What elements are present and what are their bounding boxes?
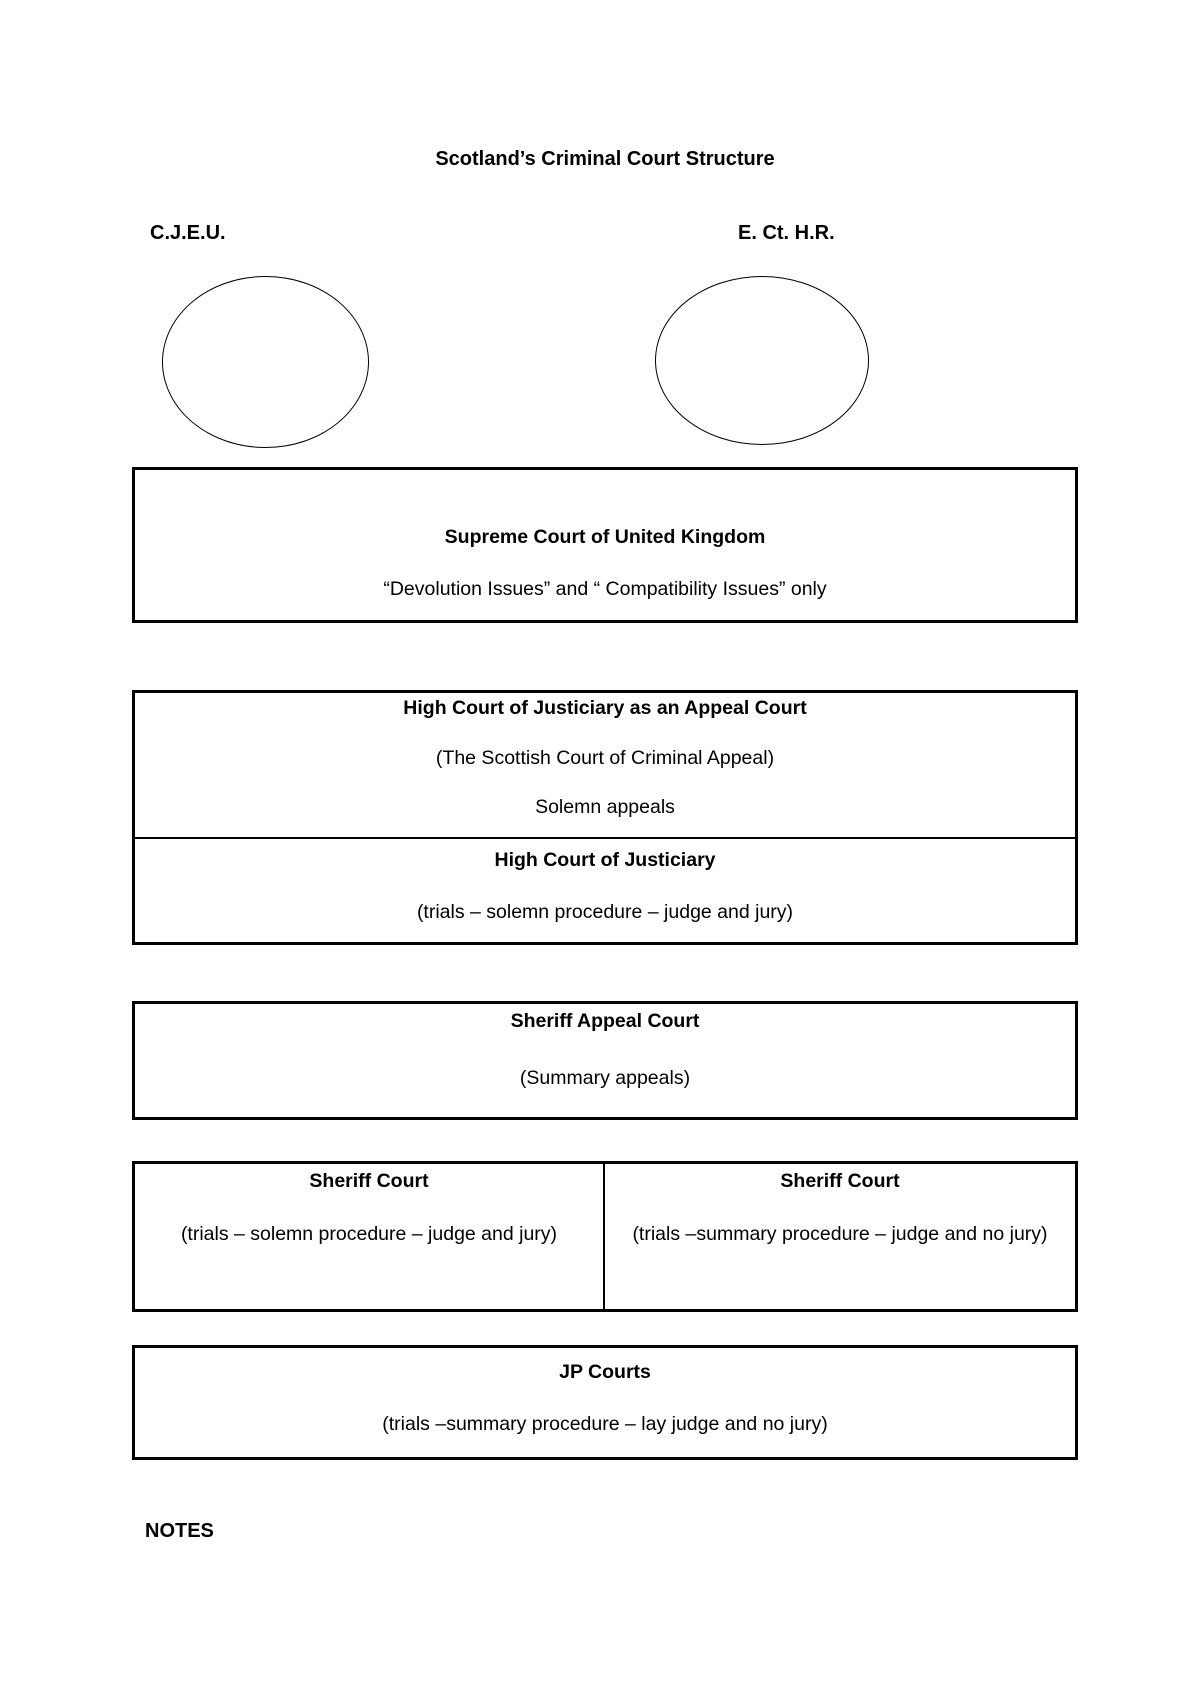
sheriff-court-solemn-line2: (trials – solemn procedure – judge and j… [180,1223,558,1245]
high-court-appeal-title: High Court of Justiciary as an Appeal Co… [403,697,807,719]
high-court-trial-line2: (trials – solemn procedure – judge and j… [416,901,794,923]
sheriff-court-summary-title: Sheriff Court [780,1170,900,1192]
page-title: Scotland’s Criminal Court Structure [435,148,775,170]
supreme-court-title: Supreme Court of United Kingdom [444,526,766,548]
high-court-trial-section: High Court of Justiciary (trials – solem… [135,839,1075,925]
supreme-court-subtitle: “Devolution Issues” and “ Compatibility … [383,578,827,600]
ecthr-ellipse-shape [655,276,869,445]
high-court-appeal-section: High Court of Justiciary as an Appeal Co… [135,693,1075,839]
jp-courts-box: JP Courts (trials –summary procedure – l… [132,1345,1078,1460]
supreme-court-box: Supreme Court of United Kingdom “Devolut… [132,467,1078,623]
high-court-box: High Court of Justiciary as an Appeal Co… [132,690,1078,945]
high-court-appeal-line2: (The Scottish Court of Criminal Appeal) [435,747,775,769]
high-court-trial-title: High Court of Justiciary [494,849,716,871]
sheriff-court-solemn-title: Sheriff Court [309,1170,429,1192]
label-cjeu: C.J.E.U. [150,222,226,244]
sheriff-court-summary-cell: Sheriff Court (trials –summary procedure… [605,1164,1075,1309]
sheriff-appeal-court-box: Sheriff Appeal Court (Summary appeals) [132,1001,1078,1120]
jp-courts-title: JP Courts [559,1361,651,1383]
sheriff-court-summary-line2: (trials –summary procedure – judge and n… [632,1223,1048,1245]
jp-courts-line2: (trials –summary procedure – lay judge a… [382,1413,828,1435]
sheriff-appeal-court-line2: (Summary appeals) [519,1067,691,1089]
high-court-appeal-line3: Solemn appeals [535,796,675,818]
sheriff-appeal-court-title: Sheriff Appeal Court [510,1010,700,1032]
sheriff-court-box: Sheriff Court (trials – solemn procedure… [132,1161,1078,1312]
label-ecthr: E. Ct. H.R. [738,222,835,244]
cjeu-ellipse-shape [162,276,369,448]
notes-heading: NOTES [145,1520,214,1542]
sheriff-court-solemn-cell: Sheriff Court (trials – solemn procedure… [135,1164,605,1309]
